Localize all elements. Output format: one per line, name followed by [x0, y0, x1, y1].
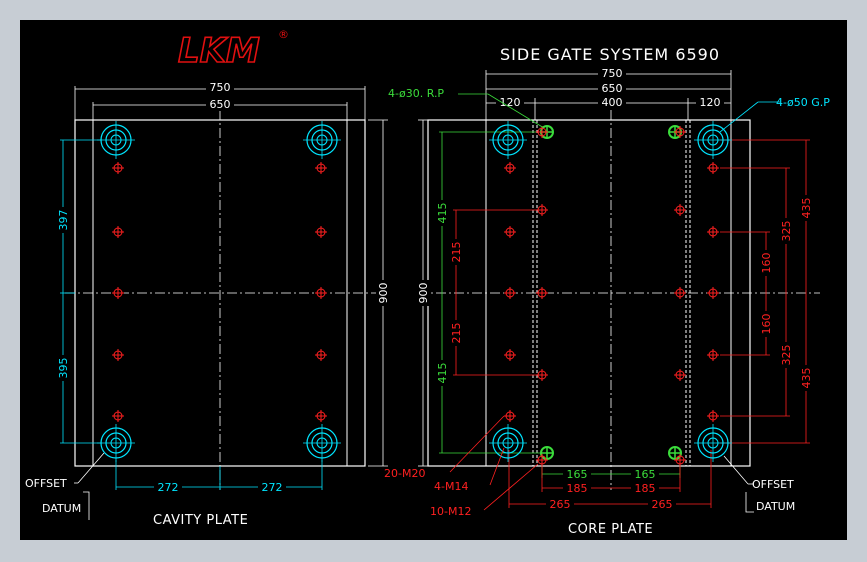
core-dim-325-lower: 325	[780, 345, 793, 366]
core-dim-265-left: 265	[550, 498, 571, 511]
logo-registered-mark: ®	[278, 28, 289, 41]
core-dim-325-upper-bg	[778, 218, 794, 244]
core-offset-label: OFFSET	[752, 478, 794, 491]
m20-callout-label: 20-M20	[384, 467, 425, 480]
core-dim-415-upper-bg	[434, 200, 450, 226]
m12-callout-label: 10-M12	[430, 505, 471, 518]
gp-leader-diagonal	[719, 101, 759, 133]
m14-callout-label: 4-M14	[434, 480, 468, 493]
cavity-dim-397-bg	[55, 207, 71, 233]
core-return-pin-icon	[540, 446, 554, 460]
cavity-dim-750-bg	[206, 81, 234, 94]
core-dim-265-right: 265	[652, 498, 673, 511]
core-dim-215-upper: 215	[450, 242, 463, 263]
core-dim-165-right-bg	[631, 467, 659, 480]
core-dim-185-left: 185	[567, 482, 588, 495]
core-dim-435-upper-bg	[798, 195, 814, 221]
core-dim-650: 650	[602, 82, 623, 95]
core-dim-900: 900	[417, 283, 430, 304]
core-dim-185-right-bg	[631, 481, 659, 494]
core-datum-label: DATUM	[756, 500, 795, 513]
cad-drawing: LKM ® SIDE GATE SYSTEM 6590 750 650 900	[20, 20, 847, 540]
core-return-pin-icon	[668, 446, 682, 460]
cavity-plate: 750 650 900 397 395 272 272	[25, 81, 390, 528]
cavity-dim-395: 395	[57, 358, 70, 379]
core-dim-165-right: 165	[635, 468, 656, 481]
m12-leader	[483, 463, 539, 511]
core-dim-265-left-bg	[546, 497, 574, 510]
cavity-dim-900-bg	[376, 280, 390, 306]
cavity-dim-395-bg	[55, 355, 71, 381]
core-dim-750: 750	[602, 67, 623, 80]
drawing-title: SIDE GATE SYSTEM 6590	[500, 45, 720, 64]
rp-callout-label: 4-ø30. R.P	[388, 87, 444, 100]
core-dim-435-lower-bg	[798, 365, 814, 391]
core-dim-185-left-bg	[563, 481, 591, 494]
cavity-datum-symbol	[83, 491, 90, 520]
cavity-datum-label: DATUM	[42, 502, 81, 515]
core-dim-325-lower-bg	[778, 342, 794, 368]
core-dim-435-upper: 435	[800, 198, 813, 219]
core-dim-120-left: 120	[500, 96, 521, 109]
core-dim-215-upper-bg	[448, 239, 464, 265]
m20-leader	[449, 415, 505, 473]
cavity-dim-272-left: 272	[158, 481, 179, 494]
core-dim-415-lower-bg	[434, 360, 450, 386]
core-dim-400-bg	[598, 96, 626, 109]
core-dim-165-left-bg	[563, 467, 591, 480]
core-dim-325-upper: 325	[780, 221, 793, 242]
cavity-dim-272-right-bg	[258, 480, 286, 493]
core-plate-label: CORE PLATE	[568, 522, 653, 537]
core-dim-265-right-bg	[648, 497, 676, 510]
cavity-dim-272-left-bg	[154, 480, 182, 493]
cavity-plate-label: CAVITY PLATE	[153, 513, 248, 528]
core-datum-symbol	[745, 492, 754, 513]
core-dim-120-right: 120	[700, 96, 721, 109]
core-dim-120-left-bg	[496, 96, 524, 109]
core-dim-215-lower: 215	[450, 323, 463, 344]
lkm-logo: LKM ®	[177, 28, 289, 72]
cavity-dim-650-bg	[206, 98, 234, 111]
core-dim-160-lower-bg	[758, 311, 774, 337]
cavity-offset-label: OFFSET	[25, 477, 67, 490]
core-dim-215-lower-bg	[448, 320, 464, 346]
core-dim-160-lower: 160	[760, 314, 773, 335]
m14-leader	[489, 447, 505, 486]
gp-callout-label: 4-ø50 G.P	[776, 96, 830, 109]
core-dim-400: 400	[602, 96, 623, 109]
rp-leader-diagonal	[487, 93, 545, 129]
core-dim-650-bg	[598, 82, 626, 95]
core-dim-750-bg	[598, 67, 626, 80]
cavity-dim-272-right: 272	[262, 481, 283, 494]
core-dim-435-lower: 435	[800, 368, 813, 389]
cavity-dim-650: 650	[210, 98, 231, 111]
logo-text: LKM	[178, 31, 260, 71]
cavity-offset-leader	[77, 452, 105, 484]
cavity-dim-900: 900	[377, 283, 390, 304]
core-dim-160-upper-bg	[758, 250, 774, 276]
core-dim-160-upper: 160	[760, 253, 773, 274]
cavity-dim-750: 750	[210, 81, 231, 94]
core-dim-185-right: 185	[635, 482, 656, 495]
core-dim-415-upper: 415	[436, 203, 449, 224]
cavity-dim-397: 397	[57, 210, 70, 231]
core-plate: 750 650 120 400 120 900 415 415 215	[384, 67, 830, 537]
core-dim-165-left: 165	[567, 468, 588, 481]
core-dim-120-right-bg	[696, 96, 724, 109]
core-dim-415-lower: 415	[436, 363, 449, 384]
core-offset-leader	[723, 455, 749, 485]
core-dim-900-bg	[416, 280, 430, 306]
